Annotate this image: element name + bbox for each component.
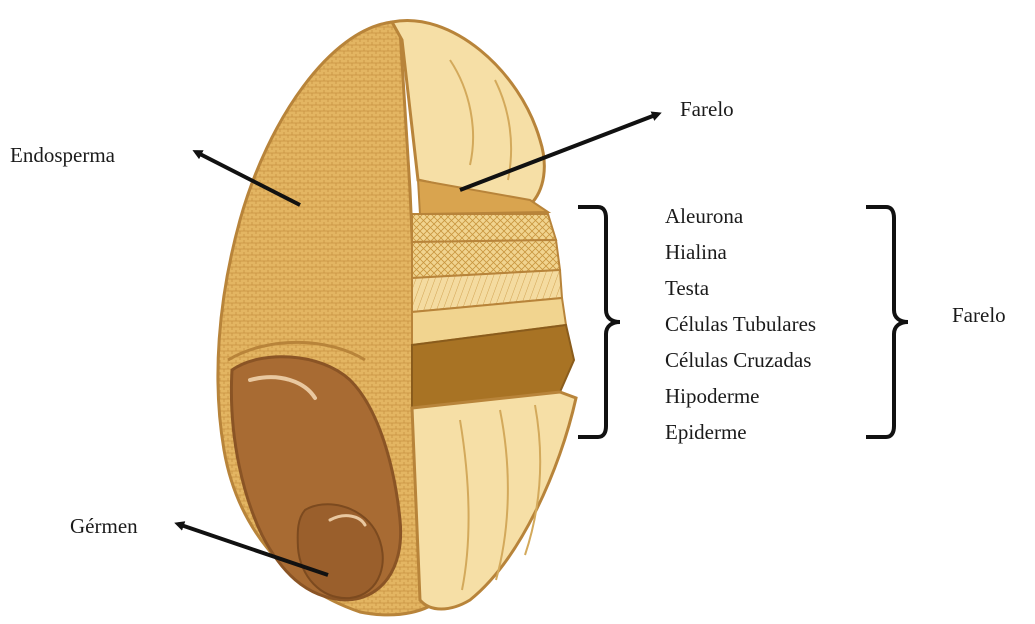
right-brace	[866, 207, 908, 437]
layer-item: Testa	[665, 276, 710, 300]
layer-item: Hipoderme	[665, 384, 759, 408]
endosperm-label: Endosperma	[10, 143, 116, 167]
hyaline-layer	[412, 214, 556, 242]
layer-item: Hialina	[665, 240, 727, 264]
bran-right-label: Farelo	[952, 303, 1006, 327]
layer-item: Células Tubulares	[665, 312, 816, 336]
grain-body	[218, 20, 576, 614]
bran-top-label: Farelo	[680, 97, 734, 121]
epidermis-layer	[412, 392, 576, 609]
layer-list: Aleurona Hialina Testa Células Tubulares…	[665, 204, 816, 444]
layer-item: Aleurona	[665, 204, 744, 228]
left-brace	[578, 207, 620, 437]
germ-label: Gérmen	[70, 514, 138, 538]
layer-item: Células Cruzadas	[665, 348, 811, 372]
bran-cap	[392, 20, 544, 205]
layer-item: Epiderme	[665, 420, 747, 444]
